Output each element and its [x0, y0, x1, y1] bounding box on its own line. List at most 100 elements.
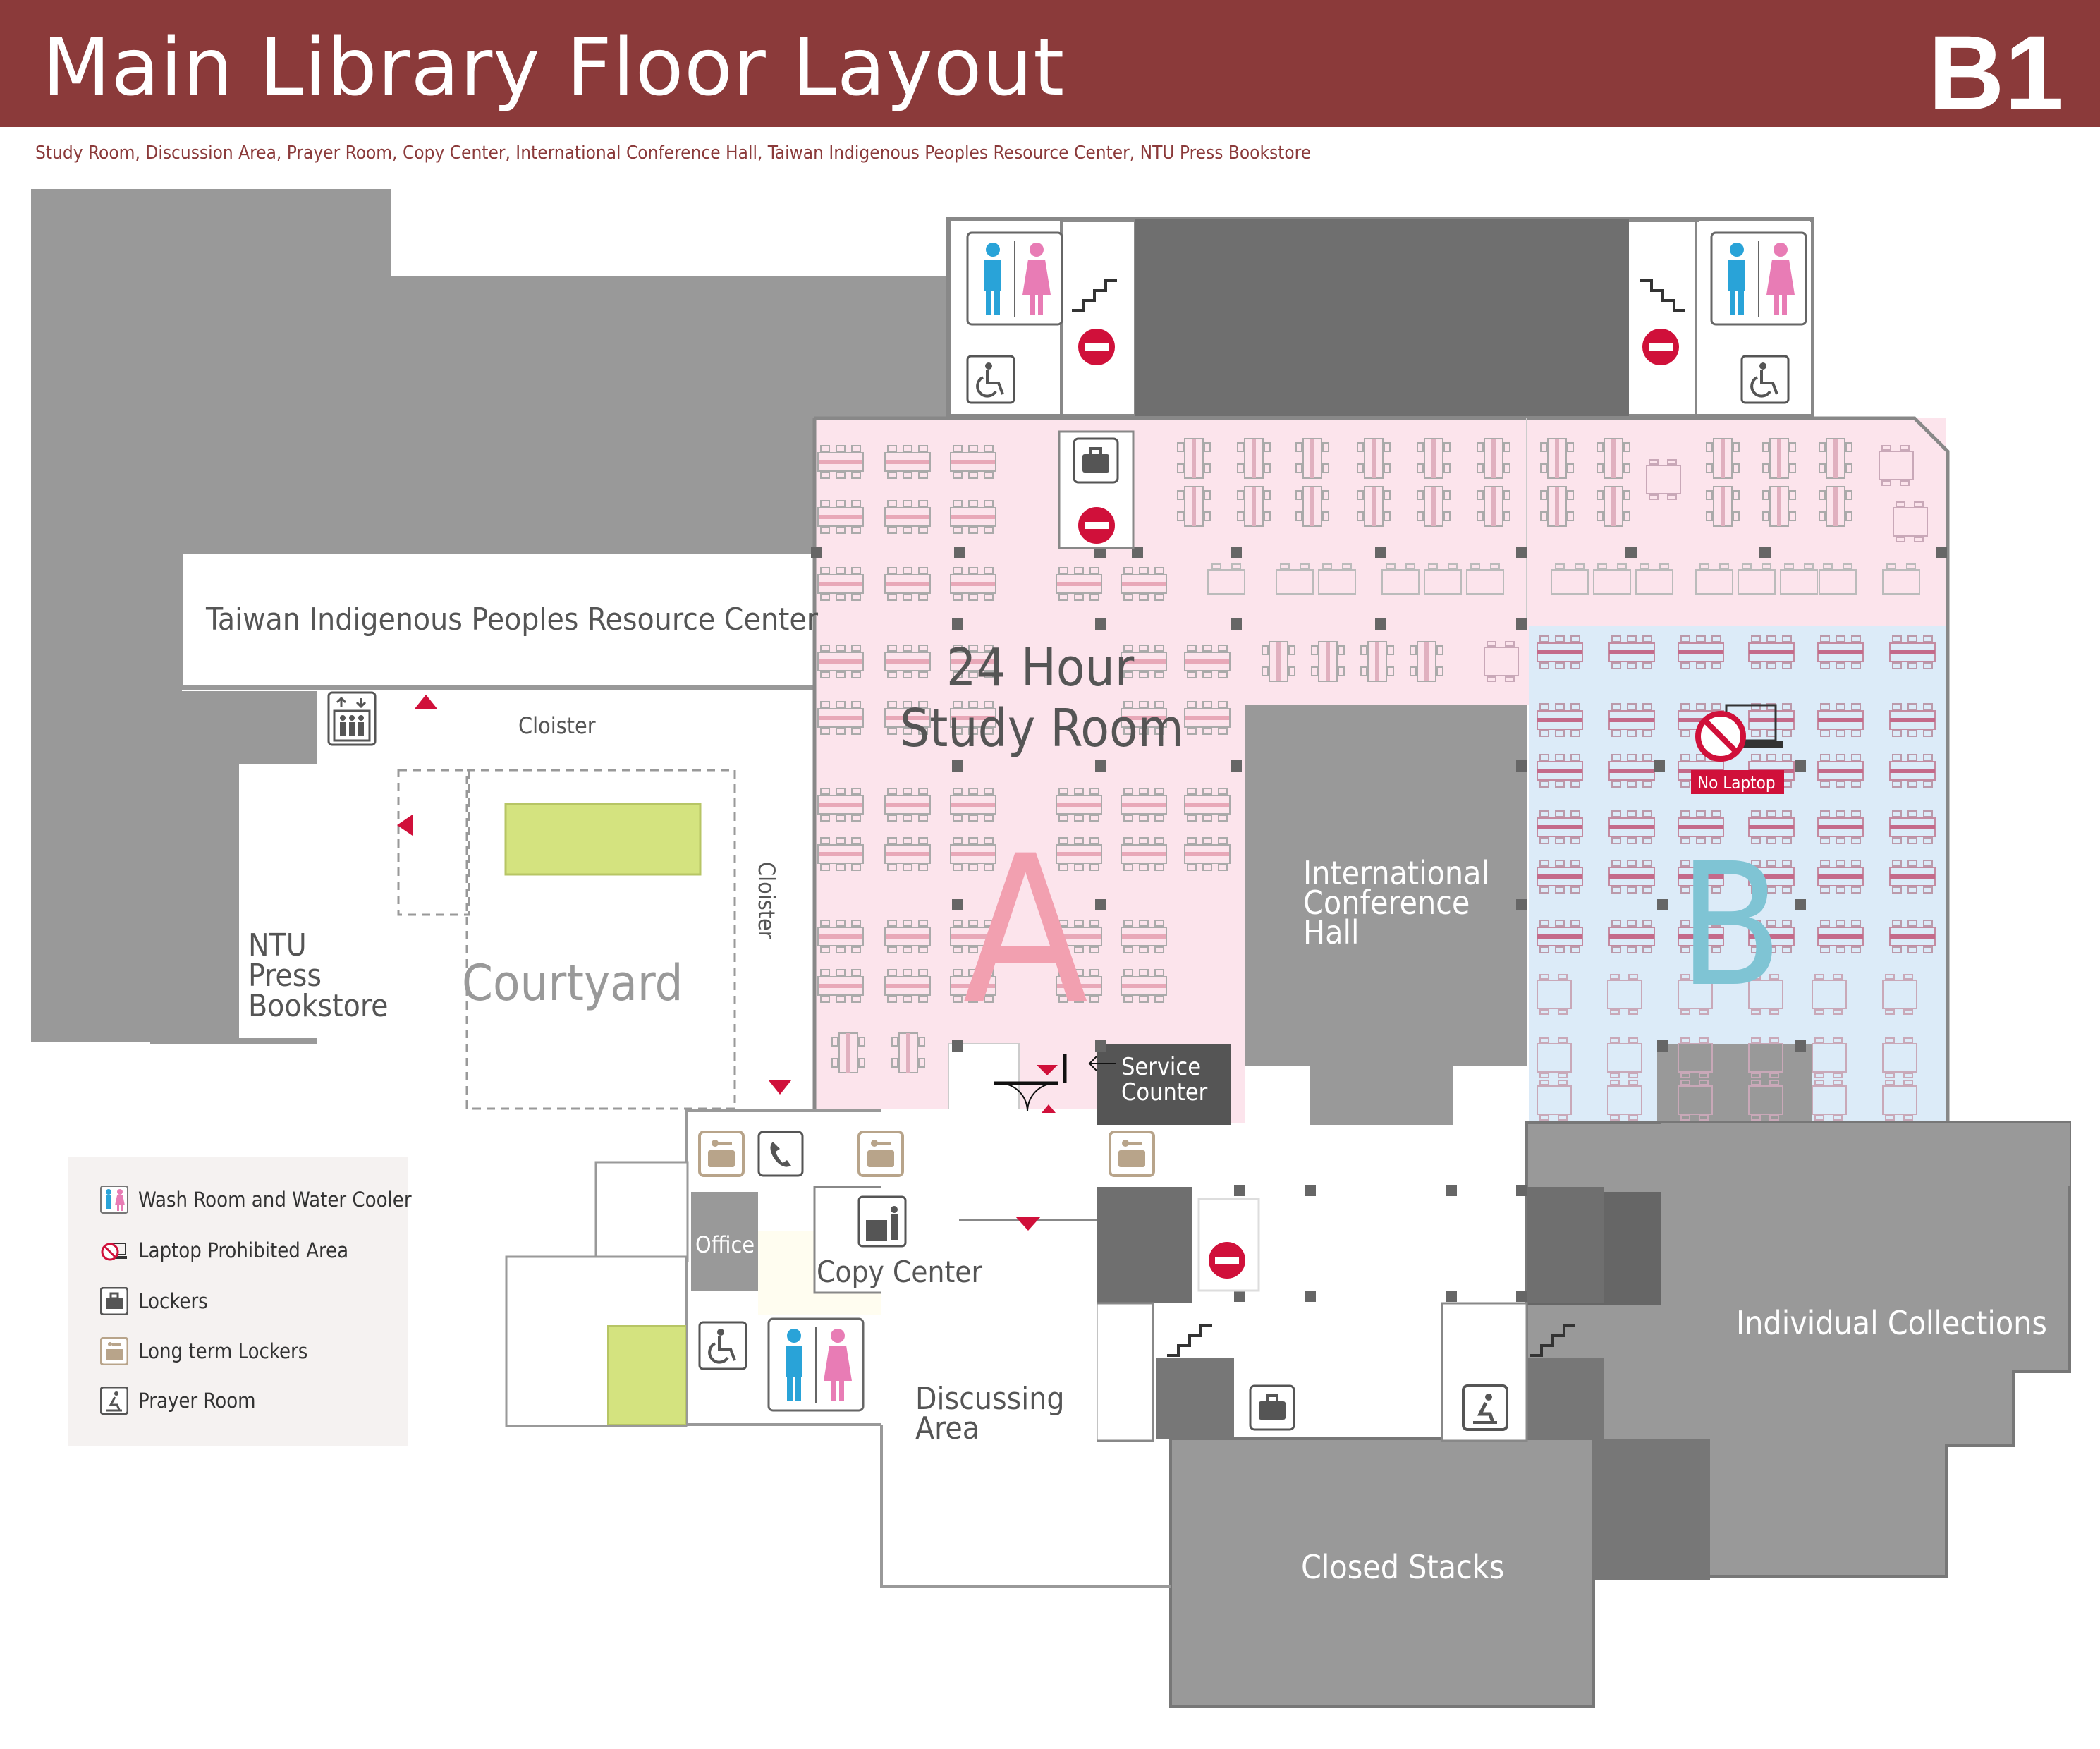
legend-item-no-laptop: Laptop Prohibited Area	[100, 1234, 348, 1267]
office-label: Office	[695, 1231, 755, 1258]
legend: Wash Room and Water Cooler Laptop Prohib…	[68, 1157, 412, 1446]
legend-item-restroom: Wash Room and Water Cooler	[100, 1183, 412, 1216]
bookstore-label-3: Bookstore	[248, 988, 389, 1024]
legend-label: Wash Room and Water Cooler	[138, 1188, 412, 1212]
pillar	[1936, 547, 1947, 558]
resource-center[interactable]	[178, 549, 817, 690]
pillar	[1516, 618, 1527, 630]
service-counter-label-1: Service	[1121, 1053, 1201, 1081]
long-term-locker-icon-2	[857, 1131, 904, 1177]
legend-label: Lockers	[138, 1289, 208, 1313]
pillar	[1305, 1291, 1316, 1302]
pillar	[1657, 899, 1668, 910]
legend-item-long-term-lockers: Long term Lockers	[100, 1335, 307, 1367]
long-term-locker-icon-1	[698, 1131, 745, 1177]
pillar	[1234, 1291, 1245, 1302]
locker-icon-bottom	[1249, 1384, 1295, 1431]
page-title: Main Library Floor Layout	[42, 22, 1066, 114]
pillar	[1516, 547, 1527, 558]
prayer-room-icon	[100, 1387, 128, 1415]
discussing-area-label-2: Area	[915, 1410, 979, 1446]
study-room-label-2: Study Room	[900, 698, 1184, 759]
legend-label: Prayer Room	[138, 1389, 256, 1413]
closed-stacks-label: Closed Stacks	[1301, 1548, 1504, 1586]
long-term-locker-icon-3	[1109, 1131, 1155, 1177]
legend-item-lockers: Lockers	[100, 1285, 208, 1317]
prayer-room-icon	[1463, 1386, 1507, 1430]
no-laptop-label: No Laptop	[1697, 773, 1776, 793]
legend-label: Laptop Prohibited Area	[138, 1238, 349, 1262]
page-subtitle: Study Room, Discussion Area, Prayer Room…	[35, 142, 1312, 164]
pillar	[1795, 899, 1806, 910]
pillar	[1095, 1040, 1106, 1052]
pillar	[1375, 618, 1386, 630]
conference-label-2: Conference	[1303, 884, 1470, 922]
no-entry-icon-top-right	[1640, 326, 1682, 368]
pillar	[1231, 547, 1242, 558]
pillar	[1759, 547, 1771, 558]
zone-b-area[interactable]	[1529, 626, 1946, 1121]
legend-item-prayer-room: Prayer Room	[100, 1384, 256, 1417]
long-term-locker-icon	[100, 1337, 128, 1365]
courtyard-dashed	[465, 769, 736, 1110]
floor-badge: B1	[1928, 13, 2063, 132]
pillar	[1795, 1040, 1806, 1052]
stairs-icon-bottom-left	[1166, 1324, 1214, 1357]
pillar	[1375, 547, 1386, 558]
no-laptop-icon	[101, 1243, 127, 1261]
phone-icon	[757, 1131, 804, 1177]
pillar	[952, 618, 963, 630]
copy-center-icon	[857, 1195, 907, 1248]
service-counter-block[interactable]	[1097, 1044, 1231, 1125]
no-entry-icon-elevator	[1075, 504, 1118, 547]
pillar	[952, 899, 963, 910]
pillar	[811, 547, 822, 558]
pillar	[1095, 618, 1106, 630]
door	[994, 1054, 1116, 1112]
no-laptop-icon	[1691, 704, 1784, 794]
restroom-icon-top-right	[1710, 231, 1807, 326]
legend-label: Long term Lockers	[138, 1339, 308, 1363]
courtyard-green	[504, 803, 702, 876]
conference-hall[interactable]	[1245, 705, 1527, 1125]
pillar	[1305, 1185, 1316, 1196]
wheelchair-icon-bottom	[698, 1321, 747, 1370]
restroom-icon	[100, 1186, 128, 1214]
pillar	[1231, 760, 1242, 772]
cloister-top-label: Cloister	[518, 712, 596, 739]
courtyard-label: Courtyard	[462, 954, 683, 1012]
pillar	[1231, 618, 1242, 630]
pillar	[1446, 1185, 1457, 1196]
pillar	[1625, 547, 1637, 558]
no-entry-icon-bottom	[1206, 1239, 1248, 1281]
pillar	[1095, 760, 1106, 772]
entrance-markers	[397, 695, 1058, 1231]
pillar	[1516, 899, 1527, 910]
elevator-icon	[327, 691, 377, 746]
pillar	[1657, 1040, 1668, 1052]
pillar	[1446, 1291, 1457, 1302]
zone-a-label: A	[963, 812, 1088, 1050]
zone-b-label: B	[1678, 827, 1783, 1024]
header-bar: Main Library Floor Layout B1	[0, 0, 2100, 127]
discussing-area-label-1: Discussing	[915, 1381, 1064, 1417]
wheelchair-icon-top-left	[966, 355, 1015, 404]
pillar	[1516, 1185, 1527, 1196]
pillar	[1795, 760, 1806, 772]
conference-label-3: Hall	[1303, 913, 1360, 951]
bookstore-label-2: Press	[248, 958, 322, 994]
individual-collections-label: Individual Collections	[1736, 1304, 2047, 1342]
pillar	[1234, 1185, 1245, 1196]
pillar	[1516, 1291, 1527, 1302]
pillar	[952, 760, 963, 772]
resource-center-label: Taiwan Indigenous Peoples Resource Cente…	[205, 602, 819, 638]
service-counter-label-2: Counter	[1121, 1078, 1208, 1107]
no-entry-icon-top-left	[1075, 326, 1118, 368]
locker-icon-study	[1073, 437, 1119, 484]
conference-label-1: International	[1303, 854, 1489, 892]
study-room-label-1: 24 Hour	[946, 638, 1135, 698]
cloister-side-label: Cloister	[753, 862, 780, 939]
exterior-stairs	[505, 1161, 689, 1427]
locker-icon	[100, 1287, 128, 1315]
pillar	[1654, 760, 1665, 772]
